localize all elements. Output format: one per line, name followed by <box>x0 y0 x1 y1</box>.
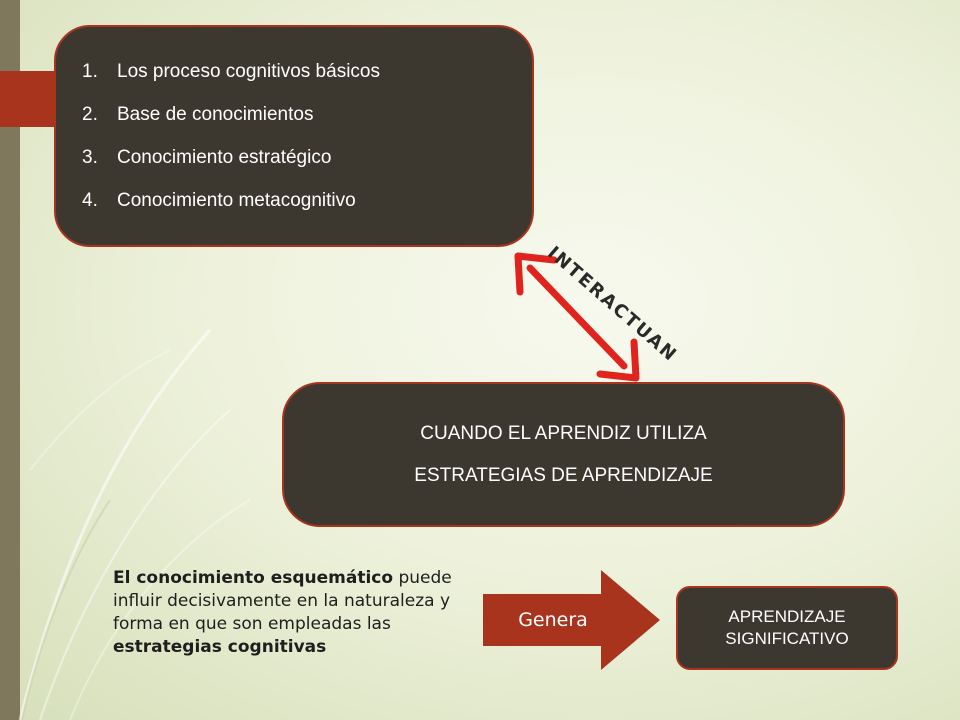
meaningful-learning-box: APRENDIZAJE SIGNIFICATIVO <box>676 586 898 670</box>
genera-arrow: Genera <box>483 570 660 670</box>
right-arrow-icon <box>483 570 660 670</box>
desc-bold-end: estrategias cognitivas <box>113 637 327 657</box>
components-list: 1. Los proceso cognitivos básicos 2. Bas… <box>82 61 532 212</box>
strategy-use-box: CUANDO EL APRENDIZ UTILIZA ESTRATEGIAS D… <box>282 382 845 527</box>
result-line-2: SIGNIFICATIVO <box>725 629 849 648</box>
list-item: 1. Los proceso cognitivos básicos <box>82 61 532 83</box>
list-item: 3. Conocimiento estratégico <box>82 147 532 169</box>
side-decoration-bar <box>0 0 20 720</box>
list-item: 2. Base de conocimientos <box>82 104 532 126</box>
double-arrow-icon <box>514 252 640 382</box>
list-text: Conocimiento estratégico <box>117 147 332 168</box>
cognitive-components-box: 1. Los proceso cognitivos básicos 2. Bas… <box>54 25 534 247</box>
desc-middle: puede influir decisivamente en la natura… <box>113 568 452 634</box>
list-text: Base de conocimientos <box>117 104 314 125</box>
list-number: 1. <box>82 61 98 82</box>
strategy-line-2: ESTRATEGIAS DE APRENDIZAJE <box>414 464 713 486</box>
list-number: 3. <box>82 147 98 168</box>
schematic-knowledge-text: El conocimiento esquemático puede influi… <box>113 567 473 659</box>
list-number: 4. <box>82 190 98 211</box>
list-number: 2. <box>82 104 98 125</box>
red-accent-tab <box>0 71 62 127</box>
list-text: Conocimiento metacognitivo <box>117 190 356 211</box>
strategy-line-1: CUANDO EL APRENDIZ UTILIZA <box>420 422 707 444</box>
desc-bold-start: El conocimiento esquemático <box>113 568 394 588</box>
result-line-1: APRENDIZAJE <box>728 607 846 626</box>
list-item: 4. Conocimiento metacognitivo <box>82 190 532 212</box>
genera-label: Genera <box>518 609 588 631</box>
list-text: Los proceso cognitivos básicos <box>117 61 380 82</box>
